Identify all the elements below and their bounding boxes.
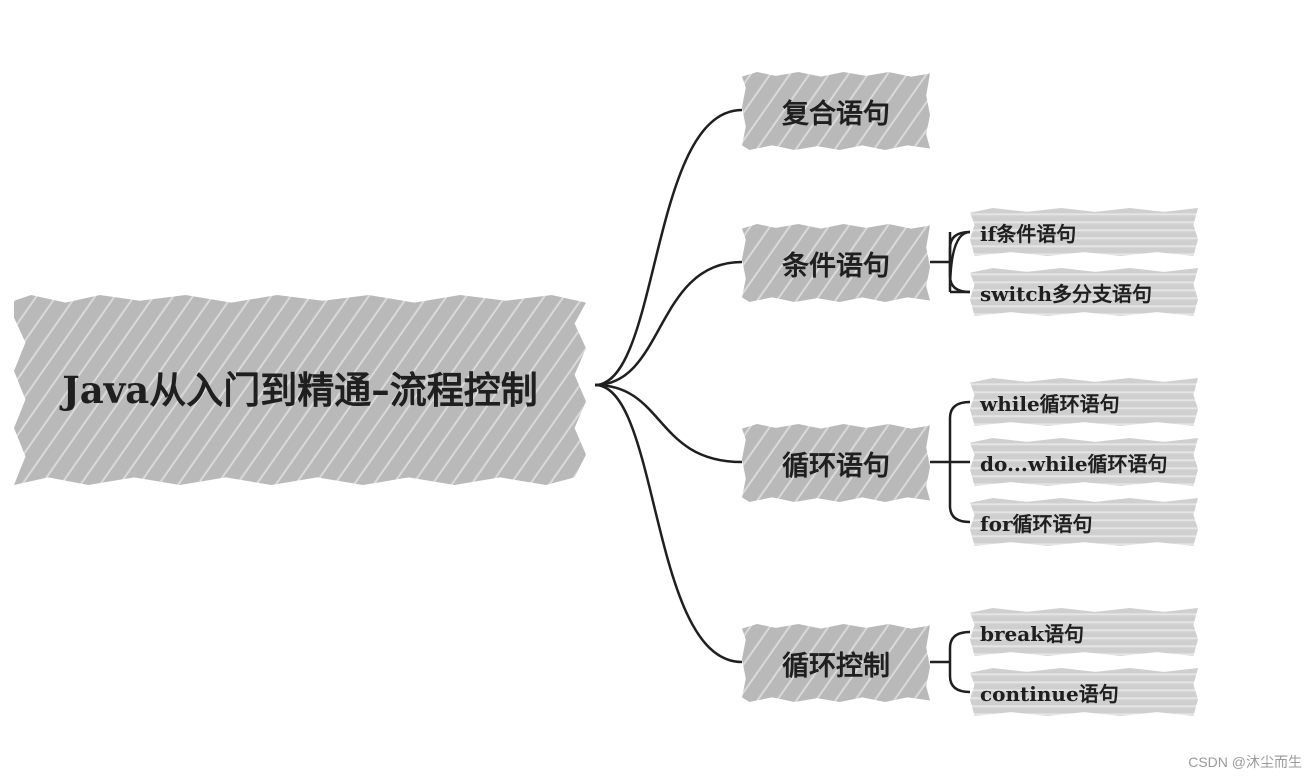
branch-node-label: 条件语句 [782,250,890,282]
leaf-node-label: for循环语句 [980,511,1093,536]
link-root-branch-3 [594,383,743,664]
link-root-branch-2 [594,383,743,464]
leaf-node-3-0[interactable]: break语句 [970,608,1198,656]
root-node-label: Java从入门到精通–流程控制 [62,368,538,412]
leaf-node-1-0[interactable]: if条件语句 [970,208,1198,256]
watermark: CSDN @沐尘而生 [1188,754,1302,770]
leaf-node-label: if条件语句 [980,221,1077,246]
leaf-node-label: switch多分支语句 [980,281,1153,306]
link-root-branch-0 [594,108,743,387]
branch-node-3[interactable]: 循环控制 [742,624,930,702]
leaf-node-label: continue语句 [980,681,1119,706]
branch-node-1[interactable]: 条件语句 [742,224,930,302]
branch-node-2[interactable]: 循环语句 [742,424,930,502]
link-branch-2-bracket [948,400,971,524]
leaf-node-3-1[interactable]: continue语句 [970,668,1198,716]
link-branch-3-bracket [948,630,971,694]
root-node[interactable]: Java从入门到精通–流程控制 [14,295,586,485]
leaf-node-1-1[interactable]: switch多分支语句 [970,268,1198,316]
leaf-node-label: do...while循环语句 [980,451,1168,476]
leaf-node-2-1[interactable]: do...while循环语句 [970,438,1198,486]
branch-node-label: 复合语句 [782,98,890,130]
branch-node-label: 循环语句 [782,450,890,482]
link-root-branch-1 [594,260,743,387]
leaf-node-label: while循环语句 [980,391,1120,416]
leaf-node-2-0[interactable]: while循环语句 [970,378,1198,426]
branch-node-label: 循环控制 [782,650,890,682]
leaf-node-label: break语句 [980,621,1085,646]
leaf-node-2-2[interactable]: for循环语句 [970,498,1198,546]
link-branch-1-bracket [948,230,971,294]
branch-node-0[interactable]: 复合语句 [742,72,930,150]
